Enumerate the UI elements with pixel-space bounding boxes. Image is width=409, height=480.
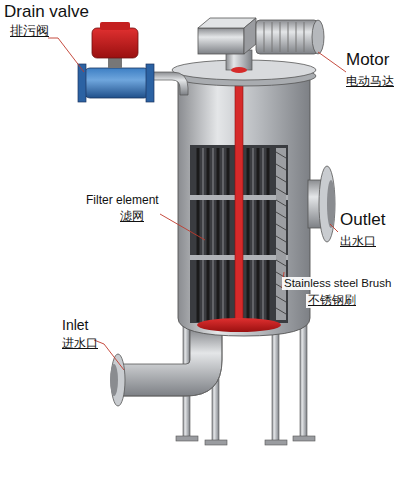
label-position: Motor [344, 50, 391, 70]
part-label: Motor [344, 50, 391, 70]
label-position: 滤网 [118, 206, 146, 224]
part-label: Outlet [338, 210, 387, 230]
chinese-part-label: 滤网 [118, 210, 146, 224]
label-position: Stainless steel Brush [282, 273, 393, 291]
chinese-part-label: 不锈钢刷 [306, 294, 358, 308]
filter-housing [178, 72, 310, 336]
top-cover [172, 50, 316, 86]
label-position: Outlet [338, 210, 387, 230]
chinese-part-label: 电动马达 [344, 75, 396, 89]
label-position: 电动马达 [344, 71, 396, 89]
motor [198, 18, 324, 54]
part-label: Stainless steel Brush [282, 277, 393, 290]
drain-valve [78, 22, 188, 102]
label-position: Drain valve [2, 2, 91, 22]
chinese-part-label: 出水口 [338, 235, 378, 249]
part-label: Filter element [84, 194, 161, 208]
part-label: Drain valve [2, 2, 91, 22]
label-position: 排污阀 [8, 21, 51, 39]
label-position: 出水口 [338, 231, 378, 249]
leader-lines [48, 38, 346, 370]
label-position: 不锈钢刷 [306, 290, 358, 308]
inlet-pipe [110, 330, 222, 406]
chinese-part-label: 进水口 [60, 337, 100, 351]
part-label: Inlet [60, 317, 90, 333]
outlet-pipe [308, 166, 335, 242]
chinese-part-label: 排污阀 [8, 24, 51, 39]
label-position: Filter element [84, 190, 161, 208]
label-position: Inlet [60, 316, 90, 334]
label-position: 进水口 [60, 333, 100, 351]
